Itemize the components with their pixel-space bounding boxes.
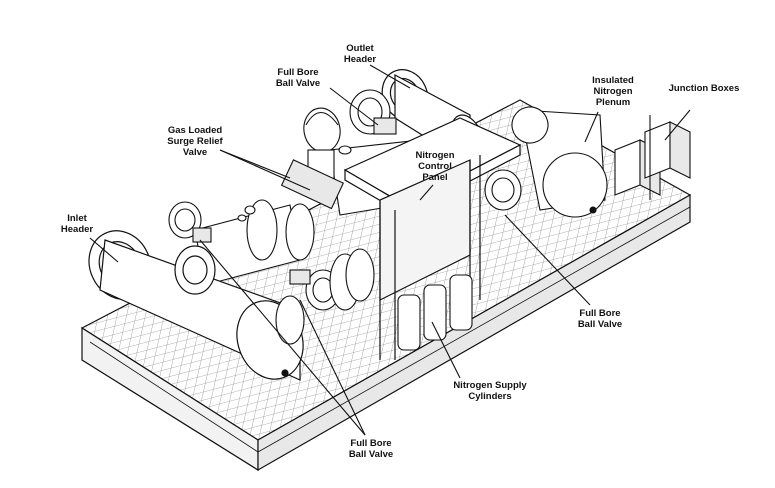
label-outlet-header: Outlet Header (343, 43, 377, 65)
leader-control-panel (419, 184, 434, 201)
leader-inlet-header (89, 237, 119, 263)
leader-plenum (584, 111, 599, 143)
leader-surge-relief-2 (219, 149, 291, 179)
label-insulated-nitrogen-plenum: Insulated Nitrogen Plenum (592, 75, 634, 108)
label-gas-loaded-surge-relief-valve: Gas Loaded Surge Relief Valve (167, 125, 223, 158)
label-full-bore-ball-valve-bottom: Full Bore Ball Valve (348, 438, 394, 460)
label-full-bore-ball-valve-right: Full Bore Ball Valve (577, 308, 623, 330)
leader-ball-valve-bottom-2 (299, 299, 366, 436)
label-inlet-header: Inlet Header (60, 213, 94, 235)
leader-lines (89, 64, 691, 436)
skid-right-beam (257, 193, 691, 472)
leader-cylinders (431, 321, 461, 379)
junction-boxes (614, 115, 691, 200)
label-nitrogen-supply-cylinders: Nitrogen Supply Cylinders (453, 380, 527, 402)
leader-ball-valve-bottom-1 (199, 239, 366, 436)
label-full-bore-ball-valve-top: Full Bore Ball Valve (275, 67, 321, 89)
leader-surge-relief-1 (219, 149, 311, 191)
leader-ball-valve-top (329, 87, 379, 126)
leader-junction-boxes (664, 109, 691, 141)
inlet-valves (275, 248, 375, 345)
label-junction-boxes: Junction Boxes (668, 83, 740, 94)
leader-outlet-header (369, 64, 411, 89)
right-valve-and-plenum (484, 106, 608, 218)
label-nitrogen-control-panel: Nitrogen Control Panel (415, 150, 455, 183)
nitrogen-supply-cylinders (397, 274, 473, 351)
leader-ball-valve-right (504, 214, 591, 306)
nitrogen-control-panel (343, 117, 522, 360)
